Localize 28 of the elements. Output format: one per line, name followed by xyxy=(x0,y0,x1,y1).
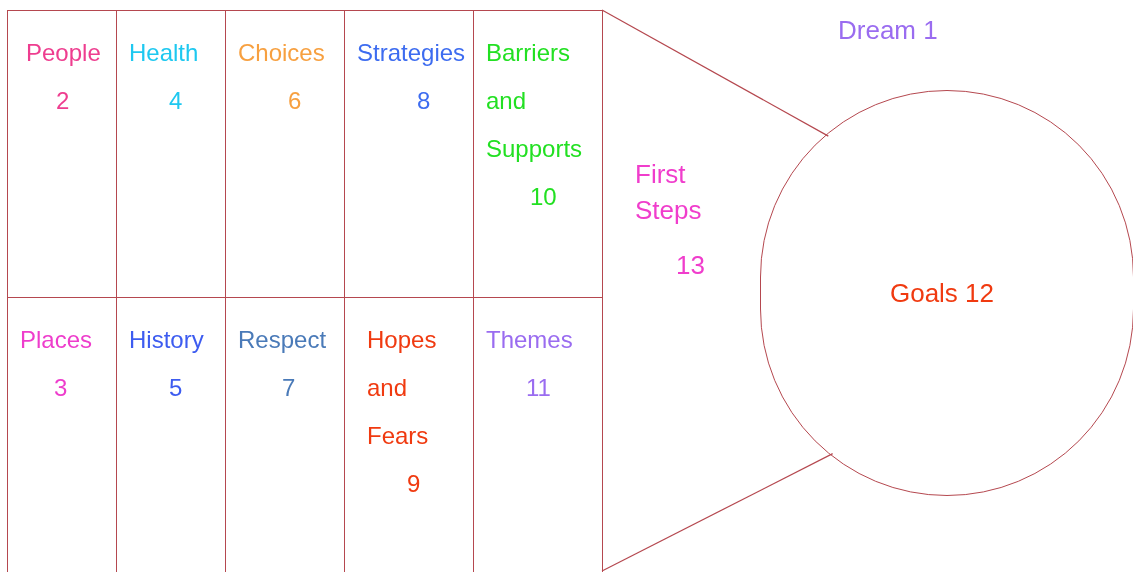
cell-number: 11 xyxy=(526,373,551,403)
cell-number: 9 xyxy=(407,469,421,499)
cell-number: 2 xyxy=(56,86,70,116)
cell-number: 5 xyxy=(169,373,183,403)
cell-title: Health xyxy=(129,38,200,68)
cell-title: Themes xyxy=(486,325,574,355)
cell-title: Hopes and Fears xyxy=(367,325,438,451)
text-label: 13 xyxy=(676,249,706,282)
cell-title: Strategies xyxy=(357,38,467,68)
cell-title: Choices xyxy=(238,38,326,68)
text-label: First Steps xyxy=(635,158,703,227)
cell-number: 10 xyxy=(530,182,557,212)
circle-label: Goals 12 xyxy=(889,276,995,310)
cell-title: Barriers and Supports xyxy=(486,38,584,164)
cell-number: 7 xyxy=(282,373,296,403)
cell-number: 4 xyxy=(169,86,183,116)
connector-line xyxy=(601,9,829,137)
grid-cell xyxy=(473,10,603,298)
cell-title: Places xyxy=(20,325,94,355)
cell-title: History xyxy=(129,325,205,355)
cell-number: 8 xyxy=(417,86,431,116)
grid-cell xyxy=(7,10,117,298)
cell-title: Respect xyxy=(238,325,328,355)
cell-number: 6 xyxy=(288,86,302,116)
cell-title: People xyxy=(26,38,102,68)
cell-number: 3 xyxy=(54,373,68,403)
connector-line xyxy=(601,453,834,572)
text-label: Dream 1 xyxy=(838,14,939,47)
